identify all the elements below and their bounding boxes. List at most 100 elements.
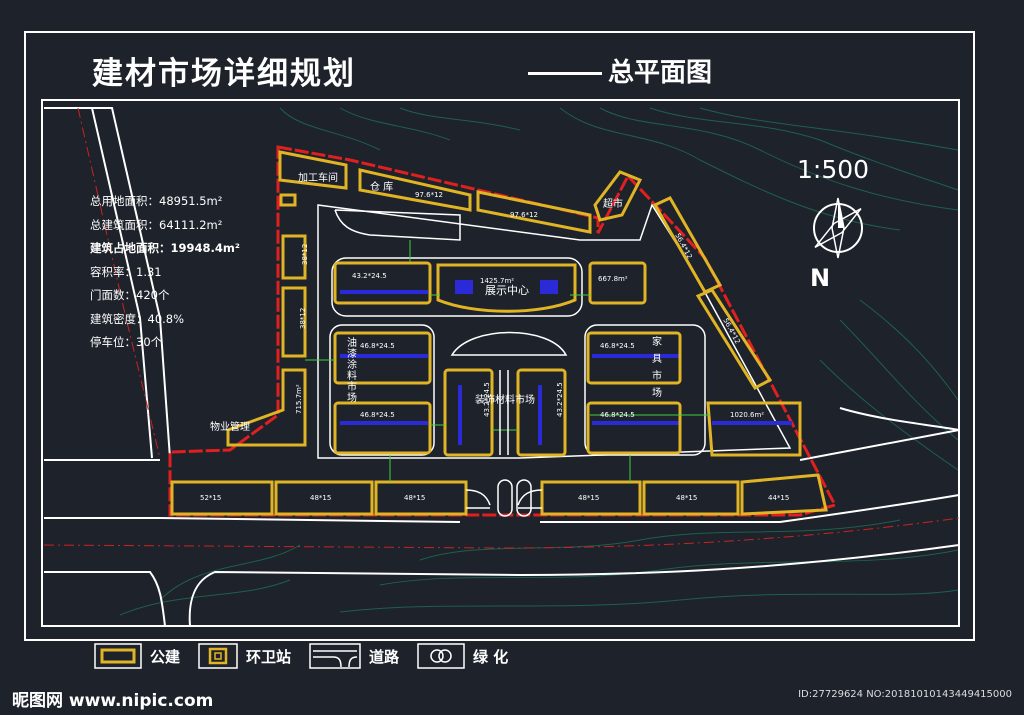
contour xyxy=(279,107,381,151)
internal-road-block xyxy=(329,324,435,456)
public-building-icon xyxy=(94,643,142,669)
north-arrow-icon xyxy=(813,197,863,259)
road-south-edge xyxy=(44,571,166,627)
road-icon xyxy=(309,643,361,669)
legend-item-greenery: 绿 化 xyxy=(417,643,508,669)
dim-label: 48*15 xyxy=(310,494,331,502)
centerline xyxy=(77,107,161,459)
building-processing xyxy=(278,150,348,190)
contour xyxy=(159,544,301,601)
building-r2a xyxy=(333,331,432,385)
internal-road-block xyxy=(584,324,706,456)
dim-label: 667.8m² xyxy=(598,275,628,283)
legend-label: 公建 xyxy=(150,647,181,666)
contour xyxy=(599,107,959,211)
central-spine xyxy=(465,370,543,517)
stat-total-floor-area: 总建筑面积：64111.2m² xyxy=(90,217,223,232)
dim-label: 43.2*24.5 xyxy=(556,382,564,417)
label-paint-market-char: 场 xyxy=(347,391,357,404)
label-furniture-market-char: 场 xyxy=(652,386,662,399)
contour xyxy=(339,107,451,141)
dim-label: 43.2*24.5 xyxy=(483,382,491,417)
parking-row xyxy=(340,354,428,358)
building-r2b xyxy=(586,331,682,385)
road-south-lower xyxy=(44,494,960,523)
parking-rows xyxy=(340,280,792,445)
parking-row xyxy=(538,385,542,445)
label-furniture-market-char: 家 xyxy=(652,335,662,348)
road-south-edge-2 xyxy=(188,544,960,627)
building-r3a xyxy=(333,401,432,455)
footer-id: ID:27729624 NO:20181010143449415000 xyxy=(798,689,1012,700)
building-s6 xyxy=(740,473,828,516)
footer-logo[interactable]: 昵图网 www.nipic.com xyxy=(12,691,214,711)
dim-label: 46.8*24.5 xyxy=(600,342,635,350)
label-property: 物业管理 xyxy=(210,420,250,433)
dim-label: 43.2*24.5 xyxy=(352,272,387,280)
label-processing: 加工车间 xyxy=(298,171,338,184)
centerline xyxy=(43,517,960,549)
contour xyxy=(559,107,901,231)
legend-item-road: 道路 xyxy=(309,643,399,669)
building-s5 xyxy=(642,480,740,516)
legend-label: 道路 xyxy=(369,647,400,666)
dim-label: 48*15 xyxy=(578,494,599,502)
dim-label: 48*15 xyxy=(676,494,697,502)
label-paint-market-char: 油 xyxy=(347,336,357,349)
label-furniture-market-char: 具 xyxy=(652,353,662,365)
stat-building-density: 建筑密度：40.8% xyxy=(90,311,185,326)
parking-curve xyxy=(334,209,461,241)
parking-row xyxy=(455,280,473,294)
spine-road xyxy=(499,370,509,455)
dim-label: 46.8*24.5 xyxy=(360,342,395,350)
building-left-1 xyxy=(281,234,307,280)
legend-item-sanitation-station: 环卫站 xyxy=(198,643,291,669)
building-s3 xyxy=(374,480,468,516)
greenery-icon xyxy=(417,643,465,669)
contour xyxy=(859,299,959,401)
dim-label: 48*15 xyxy=(404,494,425,502)
site-statistics: 总用地面积：48951.5m² 总建筑面积：64111.2m² 建筑占地面积：1… xyxy=(90,190,240,355)
title-dash xyxy=(528,72,602,75)
label-exhibition: 展示中心 xyxy=(485,284,529,297)
legend-label: 绿 化 xyxy=(473,647,509,666)
contour xyxy=(419,519,901,561)
parking-row xyxy=(340,290,428,294)
dim-label: 1425.7m² xyxy=(480,277,514,285)
building-warehouse-1 xyxy=(358,168,472,212)
dimension-lines xyxy=(305,240,710,482)
label-supermarket: 超市 xyxy=(603,197,623,210)
sanitation-station-icon xyxy=(198,643,238,669)
gate-right xyxy=(517,489,543,509)
building-c2 xyxy=(516,368,567,457)
contour xyxy=(339,589,959,613)
central-plaza xyxy=(450,331,568,356)
stat-plot-ratio: 容积率：1.31 xyxy=(90,264,162,279)
dim-label: 44*15 xyxy=(768,494,789,502)
parking-row xyxy=(458,385,462,445)
label-paint-market-char: 市 xyxy=(347,380,357,393)
dim-label: 52*15 xyxy=(200,494,221,502)
subtitle-text: 总平面图 xyxy=(608,58,713,88)
roundabout-right xyxy=(516,479,532,517)
contour xyxy=(399,107,521,131)
building-r1c xyxy=(588,261,647,305)
parking-row xyxy=(592,354,680,358)
north-label: N xyxy=(810,264,831,292)
internal-road-block xyxy=(331,257,583,317)
scale-label: 1:500 xyxy=(797,155,870,184)
contour xyxy=(699,107,959,151)
parking-row xyxy=(712,421,792,425)
parking-row xyxy=(340,421,428,425)
contour xyxy=(819,359,959,471)
dim-label: 46.8*24.5 xyxy=(360,411,395,419)
legend-label: 环卫站 xyxy=(246,647,292,666)
stat-parking-spaces: 停车位：30个 xyxy=(90,335,163,349)
stat-total-land-area: 总用地面积：48951.5m² xyxy=(90,194,223,208)
dim-label: 38*12 xyxy=(301,244,309,265)
dimension xyxy=(305,240,710,482)
building-left-3 xyxy=(226,368,307,447)
page-title: 建材市场详细规划 xyxy=(92,56,356,92)
buildings xyxy=(170,150,828,516)
